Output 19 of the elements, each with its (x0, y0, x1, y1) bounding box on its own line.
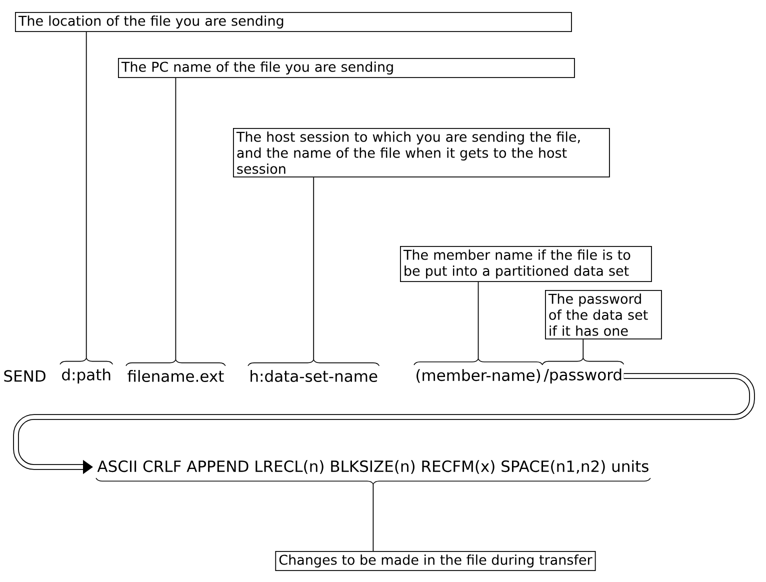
callout-box: The password of the data set if it has one (545, 290, 662, 340)
leader-line (478, 282, 479, 360)
callout-box: The location of the file you are sending (15, 12, 572, 32)
command-label: SEND (4, 370, 46, 382)
syntax-text: ASCII CRLF APPEND LRECL(n) BLKSIZE(n) RECFM(x) SPACE(n1,n2) units (97, 460, 648, 474)
leader-line (175, 78, 176, 360)
callout-box: The host session to which you are sending the file, and the name of the file when it gets to the host session (233, 128, 610, 178)
syntax-text: (member-name) (416, 369, 540, 383)
callout-box: Changes to be made in the file during transfer (275, 551, 596, 571)
leader-line (313, 176, 314, 360)
syntax-text: d:path (62, 368, 110, 384)
leader-line (86, 32, 87, 359)
syntax-text: filename.ext (128, 370, 224, 382)
callout-box: The PC name of the file you are sending (118, 58, 575, 78)
syntax-text: h:data-set-name (250, 370, 378, 382)
callout-box: The member name if the file is to be put into a partitioned data set (400, 246, 652, 282)
leader-line (582, 338, 584, 359)
leader-line (372, 484, 374, 552)
syntax-text: /password (544, 368, 622, 384)
